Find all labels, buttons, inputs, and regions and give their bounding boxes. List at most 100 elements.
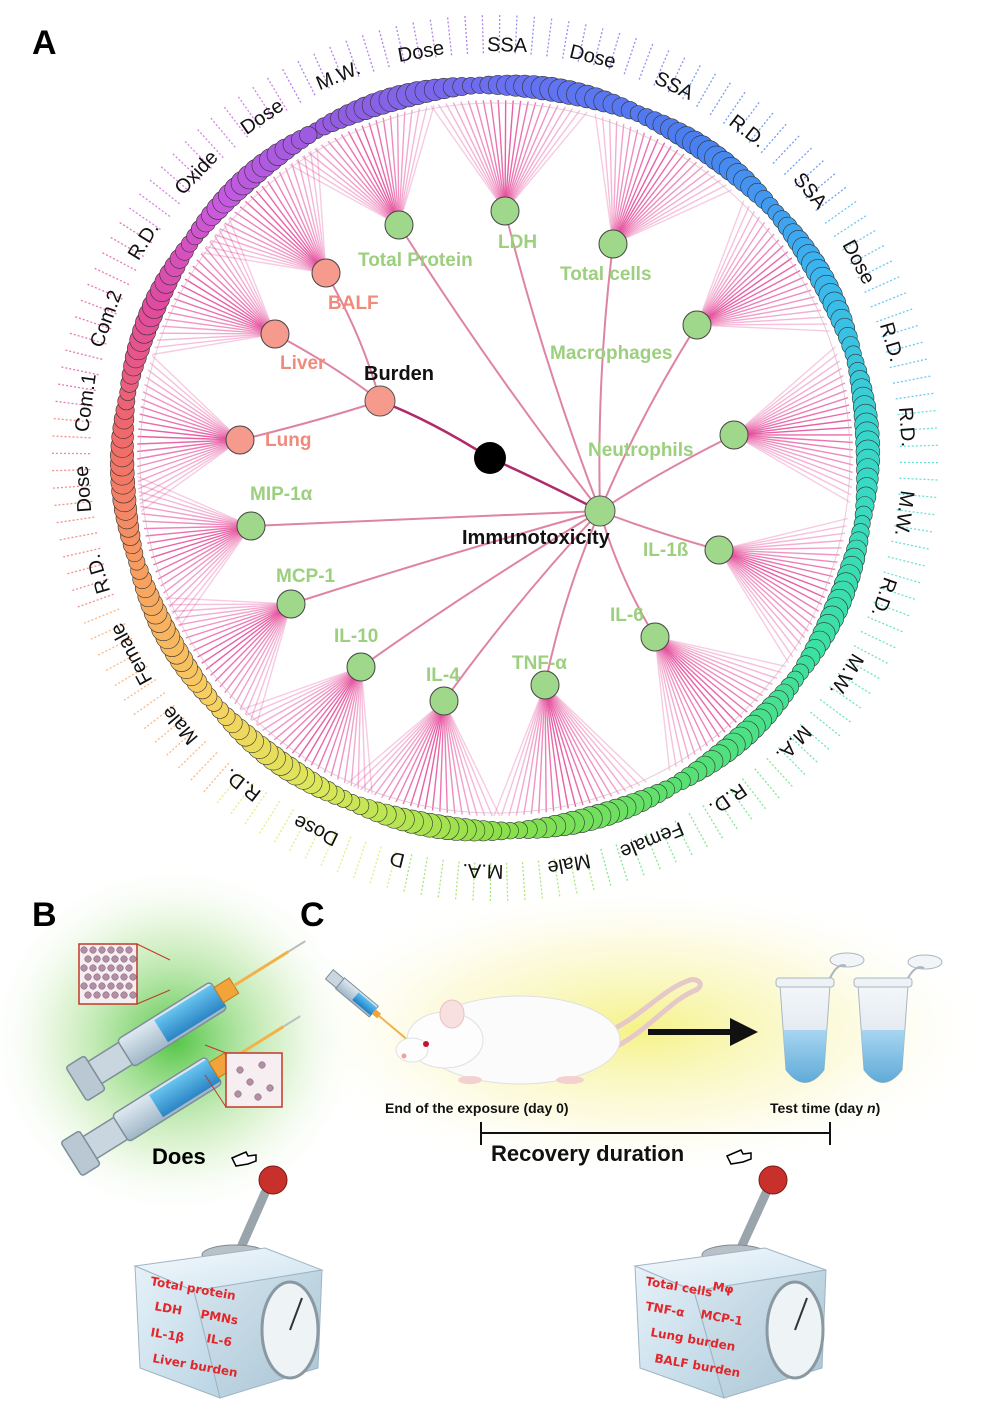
pointing-hand-icon-b bbox=[230, 1151, 257, 1167]
node-label-il4: IL-4 bbox=[426, 665, 460, 686]
fan-link bbox=[733, 346, 836, 436]
fan-link bbox=[250, 603, 292, 721]
category-node bbox=[236, 511, 266, 541]
ring-category-label: R.D. bbox=[83, 552, 115, 597]
fan-link bbox=[398, 109, 413, 226]
particle-dot bbox=[258, 1061, 266, 1069]
fan-link bbox=[733, 382, 846, 436]
fan-link bbox=[718, 549, 831, 585]
fan-link bbox=[395, 700, 445, 803]
tiny-label-mark bbox=[210, 117, 236, 148]
fan-link bbox=[303, 154, 327, 274]
fan-link bbox=[452, 102, 506, 212]
fan-link bbox=[654, 636, 764, 697]
ring-category-label: Female bbox=[617, 817, 687, 863]
fan-link bbox=[360, 666, 366, 792]
node-label-liver: Liver bbox=[280, 353, 326, 374]
tiny-label-mark bbox=[273, 808, 294, 843]
particle-dot bbox=[116, 946, 124, 954]
particle-dot bbox=[98, 982, 106, 990]
node-label-total-protein: Total Protein bbox=[358, 250, 473, 271]
fan-link bbox=[402, 700, 445, 805]
fan-link bbox=[175, 525, 252, 621]
fan-link bbox=[239, 603, 292, 710]
fan-link bbox=[210, 239, 327, 274]
tiny-label-mark bbox=[420, 857, 429, 895]
particle-dot bbox=[125, 982, 133, 990]
fan-link bbox=[654, 636, 720, 738]
dial-c-text: Mφ bbox=[711, 1279, 734, 1296]
panel-c: C bbox=[280, 880, 990, 1399]
tiny-label-mark bbox=[454, 861, 460, 900]
fan-link bbox=[245, 666, 362, 716]
fan-link bbox=[544, 684, 591, 804]
tiny-label-mark bbox=[623, 37, 637, 75]
node-label-balf: BALF bbox=[328, 293, 379, 314]
fan-link bbox=[718, 549, 819, 612]
tiny-label-mark bbox=[833, 215, 867, 238]
fan-link bbox=[218, 229, 276, 335]
node-label-il10: IL-10 bbox=[334, 626, 378, 647]
tiny-label-mark bbox=[353, 841, 367, 879]
tiny-label-mark bbox=[860, 630, 896, 649]
category-link bbox=[443, 510, 601, 702]
fan-link bbox=[733, 434, 854, 459]
particle-zoom-high bbox=[78, 943, 171, 1005]
particle-dot bbox=[107, 982, 115, 990]
particle-dot bbox=[93, 955, 101, 963]
end-time-label: Test time (day n) bbox=[770, 1100, 880, 1116]
category-node bbox=[311, 258, 341, 288]
fan-link bbox=[309, 151, 327, 274]
root-node bbox=[474, 442, 506, 474]
fan-link bbox=[718, 549, 840, 556]
fan-link bbox=[544, 684, 555, 812]
ring-category-label: Dose bbox=[290, 810, 342, 850]
fan-link bbox=[137, 439, 241, 490]
fan-link bbox=[654, 636, 671, 771]
fan-link bbox=[733, 367, 842, 436]
ring-category-label: M.W. bbox=[313, 57, 363, 95]
category-link bbox=[398, 224, 601, 512]
fan-link bbox=[493, 684, 546, 817]
fan-link bbox=[733, 397, 849, 436]
fan-link bbox=[696, 289, 812, 326]
fan-link bbox=[654, 636, 702, 751]
particle-dot bbox=[120, 955, 128, 963]
fan-link bbox=[696, 216, 761, 326]
panel-label-a: A bbox=[32, 24, 57, 62]
tiny-label-mark bbox=[94, 267, 130, 286]
tiny-label-mark bbox=[297, 60, 316, 96]
fan-link bbox=[445, 103, 506, 212]
particle-dot bbox=[116, 982, 124, 990]
fan-link bbox=[504, 105, 559, 212]
fan-link bbox=[165, 525, 252, 601]
tiny-label-mark bbox=[892, 375, 931, 384]
fan-link bbox=[180, 284, 276, 335]
ring-category-label: R.D. bbox=[725, 110, 770, 152]
category-link bbox=[290, 510, 601, 605]
fan-link bbox=[696, 205, 750, 326]
fan-link bbox=[145, 376, 241, 441]
category-link bbox=[250, 510, 601, 527]
fan-link bbox=[460, 101, 506, 212]
fan-link bbox=[718, 525, 847, 551]
fan-link bbox=[301, 155, 400, 226]
fan-link bbox=[544, 684, 606, 800]
tiny-label-mark bbox=[336, 836, 352, 873]
fan-link bbox=[149, 362, 241, 441]
fan-link bbox=[733, 434, 853, 481]
category-node bbox=[276, 589, 306, 619]
particle-dot bbox=[254, 1093, 262, 1101]
category-link bbox=[598, 243, 614, 512]
particle-dot bbox=[89, 964, 97, 972]
category-node bbox=[640, 622, 670, 652]
tiny-label-mark bbox=[870, 292, 907, 308]
fan-link bbox=[718, 549, 790, 664]
node-label-tnfa: TNF-α bbox=[512, 653, 567, 674]
fan-link bbox=[608, 118, 614, 245]
recovery-bracket bbox=[480, 1122, 831, 1145]
fan-link bbox=[612, 179, 722, 245]
ring-category-label: Dose bbox=[567, 41, 618, 73]
fan-link bbox=[500, 684, 546, 817]
sample-tube-2 bbox=[853, 954, 943, 1083]
